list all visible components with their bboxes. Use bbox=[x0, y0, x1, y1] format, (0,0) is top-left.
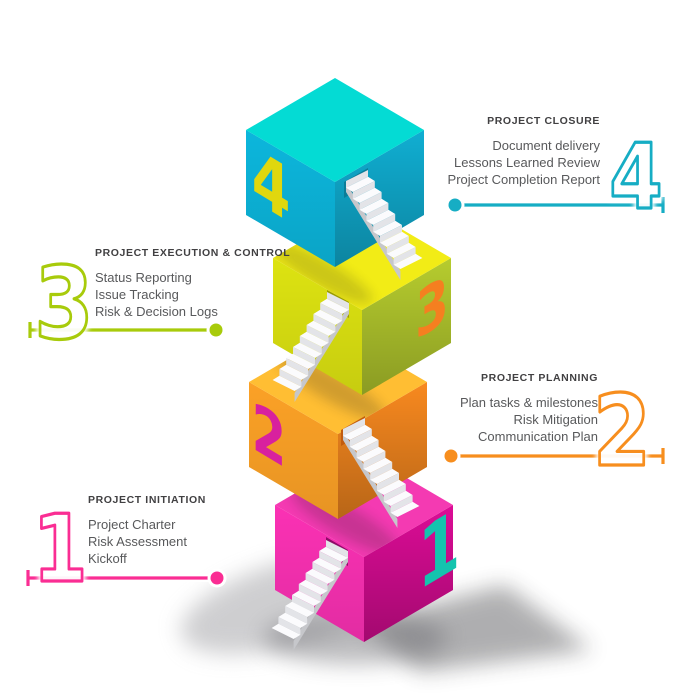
staircase-3-2 bbox=[272, 292, 349, 402]
phase-2-heading: PROJECT PLANNING bbox=[481, 372, 598, 384]
phase-3-heading: PROJECT EXECUTION & CONTROL bbox=[95, 247, 291, 259]
phase-1-item: Kickoff bbox=[88, 551, 127, 566]
svg-text:2: 2 bbox=[593, 376, 651, 489]
staircase-4-3 bbox=[346, 170, 423, 280]
phase-1-heading: PROJECT INITIATION bbox=[88, 494, 206, 506]
phase-2-item: Communication Plan bbox=[478, 429, 598, 444]
cube-2-left-shade bbox=[249, 382, 338, 519]
connector-dot-phase-4 bbox=[448, 198, 462, 212]
big-numeral-phase-2: 2 2 bbox=[589, 371, 655, 492]
connector-dot-phase-3 bbox=[209, 323, 223, 337]
staircase-2-1 bbox=[343, 418, 420, 528]
svg-text:2: 2 bbox=[593, 376, 651, 489]
connector-dot-phase-1 bbox=[210, 571, 224, 585]
cube-3-top-shadow bbox=[273, 241, 373, 305]
phase-4-item: Lessons Learned Review bbox=[454, 155, 600, 170]
phase-1-textblock: PROJECT INITIATION Project Charter Risk … bbox=[88, 494, 206, 567]
phase-2-item: Risk Mitigation bbox=[513, 412, 598, 427]
svg-text:1: 1 bbox=[33, 496, 88, 604]
cube-4-left-shade bbox=[246, 130, 335, 267]
phase-4-heading: PROJECT CLOSURE bbox=[487, 115, 600, 127]
svg-text:4: 4 bbox=[609, 124, 662, 230]
connector-phase-4 bbox=[445, 195, 667, 215]
cube-1-right-shade bbox=[364, 505, 453, 642]
phase-4-item: Document delivery bbox=[492, 138, 600, 153]
phase-3-item: Risk & Decision Logs bbox=[95, 304, 218, 319]
big-numeral-phase-4: 4 4 bbox=[605, 120, 667, 234]
svg-text:4: 4 bbox=[609, 124, 662, 230]
svg-text:1: 1 bbox=[33, 496, 88, 604]
phase-1-item: Project Charter bbox=[88, 517, 176, 532]
svg-text:3: 3 bbox=[34, 245, 93, 361]
phase-3-textblock: PROJECT EXECUTION & CONTROL Status Repor… bbox=[95, 247, 290, 320]
cube-4: 4 bbox=[246, 78, 424, 267]
staircase-1-ground bbox=[271, 540, 348, 650]
connector-phase-1 bbox=[24, 568, 227, 588]
big-numeral-phase-3: 3 3 bbox=[30, 241, 97, 366]
svg-text:3: 3 bbox=[34, 245, 93, 361]
connector-dot-phase-2 bbox=[444, 449, 458, 463]
phase-2-item: Plan tasks & milestones bbox=[459, 395, 598, 410]
phase-2-textblock: PROJECT PLANNING Plan tasks & milestones… bbox=[460, 372, 598, 445]
phase-4-textblock: PROJECT CLOSURE Document delivery Lesson… bbox=[448, 115, 600, 188]
connector-phase-2 bbox=[441, 446, 667, 466]
phase-3-item: Status Reporting bbox=[95, 270, 192, 285]
phase-3-item: Issue Tracking bbox=[95, 287, 179, 302]
cube-4-top-face bbox=[246, 78, 424, 182]
big-numeral-phase-1: 1 1 bbox=[28, 492, 91, 608]
cube-3-right-shade bbox=[362, 258, 451, 395]
phase-4-item: Project Completion Report bbox=[447, 172, 600, 187]
phase-1-item: Risk Assessment bbox=[88, 534, 187, 549]
connector-phase-3 bbox=[26, 320, 226, 340]
